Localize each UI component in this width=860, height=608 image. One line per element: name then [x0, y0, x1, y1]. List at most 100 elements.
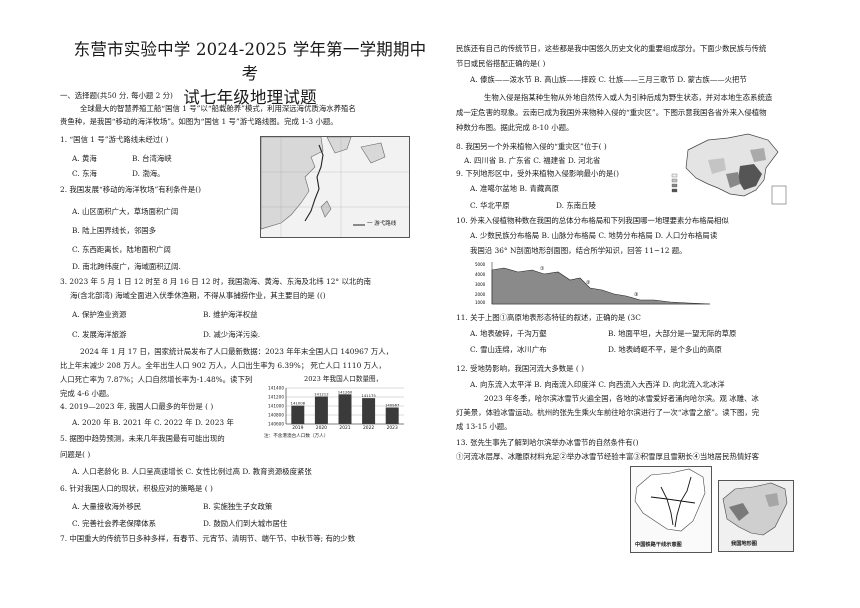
option-11b: B. 地面平坦，大部分是一望无际的草原 [608, 329, 737, 338]
y-tick-label: 140800 [268, 413, 284, 418]
option-1d: D. 渤海。 [132, 169, 165, 178]
svg-text:3000: 3000 [475, 282, 486, 287]
x-tick-label: 2020 [316, 425, 327, 431]
bio-intro: 成一定危害的现象。云南已成为我国外来物种入侵的“重灾区”。下图示意我国各省外来入… [456, 108, 767, 117]
population-intro: 2024 年 1 月 17 日，国家统计局发布了人口最新数据：2023 年年末全… [80, 347, 394, 356]
svg-text:1000: 1000 [475, 300, 486, 305]
x-tick-label: 2021 [339, 425, 350, 431]
question-10: 10. 外来入侵植物种数在我国的总体分布格局和下列我国哪一地理要素分布格局相似 [456, 216, 729, 225]
bio-intro: 种数分布图。据此完成 8-10 小题。 [456, 123, 574, 132]
route-map-drawing [261, 137, 409, 237]
options-13: ①河流冰层厚、冰雕原材料充足②举办冰雪节经验丰富③积雪厚且雪期长④当地居民热情好… [456, 452, 760, 461]
option-2b: B. 陆上国界线长，邻国多 [72, 226, 157, 235]
terrain-map-caption: 我国地形图 [731, 541, 757, 547]
bar-value-label: 141175 [361, 393, 376, 398]
options-4: A. 2020 年 B. 2021 年 C. 2022 年 D. 2023 年 [72, 418, 234, 427]
option-11c: C. 雪山连绵，冰川广布 [470, 345, 547, 354]
question-10-tail: 我国沿 36° N剖面地形剖面图，结合所学知识，回答 11~12 题。 [470, 246, 687, 255]
ice-intro: 灯美景，体验冰雪运动。杭州的张先生乘火车前往哈尔滨进行了一次“冰雪之旅”。读下图… [456, 408, 760, 417]
terrain-map-drawing [722, 482, 788, 536]
bio-intro: 生物入侵是指某种生物从外地自然传入或人为引种后成为野生状态，并对本地生态系统造 [484, 93, 773, 102]
terrain-profile: 5000 4000 3000 2000 1000 ① ② ③ [474, 260, 711, 306]
y-tick-label: 141400 [268, 386, 284, 391]
china-map-drawing [671, 133, 787, 205]
exam-title: 东营市实验中学 2024-2025 学年第一学期期中考 试七年级地理试题 [70, 38, 430, 110]
bar-2019 [291, 405, 305, 424]
chart-note: 注：不含港澳台人口数（万人） [264, 434, 329, 439]
section-heading: 一、选择题(共50 分, 每小题 2 分) [60, 91, 173, 100]
question-8: 8. 我国另一个外来植物入侵的“重灾区”位于( ) [456, 142, 607, 151]
question-7-cont: 民族还有自己的传统节日，这些都是我中国悠久历史文化的重要组成部分。下面少数民族与… [456, 44, 767, 53]
map-legend: 一 游弋路线 [367, 221, 397, 227]
option-3d: D. 减少海洋污染. [203, 330, 261, 339]
question-7: 7. 中国重大的传统节日多种多样，有春节、元宵节、清明节、端午节、中秋节等; 有… [60, 534, 356, 543]
question-5-cont: 问题是( ) [60, 450, 91, 459]
question-12: 12. 受地势影响，我国河流大多数是 ( ) [456, 364, 585, 373]
svg-text:③: ③ [634, 292, 638, 298]
exam-title-line2: 试七年级地理试题 [183, 88, 317, 107]
question-4: 4. 2019—2023 年, 我国人口最多的年份是 ( ) [60, 402, 214, 411]
railway-map: 中国铁路干线示意图 [630, 466, 712, 553]
svg-text:②: ② [586, 280, 591, 286]
option-2a: A. 山区面积广大，草场面积广阔 [72, 207, 179, 216]
option-2d: D. 南北跨纬度广，海域面积辽阔. [72, 262, 181, 271]
option-3a: A. 保护渔业资源 [72, 310, 127, 319]
ice-intro: 2023 年冬季，哈尔滨冰雪节火遍全国，各地的冰雪爱好者涌向哈尔滨。观 冰雕、冰 [484, 394, 759, 403]
options-8: A. 四川省 B. 广东省 C. 福建省 D. 河北省 [464, 156, 601, 165]
option-6c: C. 完善社会养老保障体系 [72, 519, 156, 528]
terrain-profile-drawing: 5000 4000 3000 2000 1000 ① ② ③ [475, 262, 711, 305]
exam-title-line1: 东营市实验中学 2024-2025 学年第一学期期中考 [73, 40, 427, 83]
question-13: 13. 张先生事先了解到哈尔滨举办冰雪节的自然条件有() [456, 438, 639, 447]
option-3b: B. 维护海洋权益 [203, 310, 258, 319]
railway-map-caption: 中国铁路干线示意图 [635, 542, 682, 548]
x-tick-label: 2022 [363, 425, 374, 431]
intro-line: 贵鱼种，是我国“移动的海洋牧场”。如图为“国信 1 号”游弋路线图。完成 1-3… [60, 117, 338, 126]
svg-text:2000: 2000 [475, 292, 486, 297]
svg-text:①: ① [540, 266, 545, 272]
invasive-plant-map [668, 130, 790, 206]
population-intro: 比上年末减少 208 万人。全年出生人口 902 万人，人口出生率为 6.39%… [60, 361, 386, 370]
svg-text:5000: 5000 [475, 262, 486, 267]
options-5: A. 人口老龄化 B. 人口呈高速增长 C. 女性比例过高 D. 教育资源极度紧… [72, 467, 312, 476]
ice-intro: 成 13-15 小题。 [456, 422, 512, 431]
y-tick-label: 141200 [268, 395, 284, 400]
bar-2021 [338, 394, 352, 424]
option-1a: A. 黄海 [72, 154, 97, 163]
bar-value-label: 141008 [291, 401, 306, 406]
question-9: 9. 下列地形区中，受外来植物入侵影响最小的是() [456, 169, 619, 178]
option-9ab: A. 准噶尔盆地 B. 青藏高原 [470, 184, 560, 193]
option-3c: C. 发展海洋旅游 [72, 330, 127, 339]
question-7-cont: 节日或民俗搭配正确的是( ) [456, 59, 546, 68]
option-11a: A. 地表破碎，千沟万壑 [470, 329, 547, 338]
option-6a: A. 大量接收海外移民 [72, 502, 142, 511]
question-1: 1. “国信 1 号”游弋路线未经过( ) [60, 135, 169, 144]
question-6: 6. 针对我国人口的现状，积极应对的策略是 ( ) [60, 484, 213, 493]
population-intro: 人口死亡率为 7.87%；人口自然增长率为-1.48%。读下列 [60, 375, 253, 384]
option-1b: B. 台湾海峡 [132, 154, 172, 163]
x-tick-label: 2023 [387, 425, 398, 431]
question-3: 3. 2023 年 5 月 1 日 12 时至 8 月 16 日 12 时，我国… [60, 277, 372, 286]
bar-value-label: 141260 [338, 389, 353, 394]
option-6d: D. 鼓励人们到大城市居住 [203, 519, 288, 528]
bar-value-label: 141212 [314, 391, 329, 396]
population-chart-svg: 1406001408001410001412001414001410082019… [260, 384, 410, 434]
bar-2023 [385, 407, 399, 424]
terrain-map: 我国地形图 [718, 480, 794, 552]
option-11d: D. 地表崎岖不平，是个多山的高原 [608, 345, 722, 354]
option-2c: C. 东西距离长，陆地面积广阔 [72, 245, 171, 254]
y-tick-label: 141000 [268, 404, 284, 409]
chart-background [260, 384, 410, 434]
option-1c: C. 东海 [72, 169, 97, 178]
question-5: 5. 据图中趋势预测，未来几年我国最有可能出现的 [60, 434, 225, 443]
options-7: A. 傣族——泼水节 B. 高山族——摔跤 C. 壮族——三月三歌节 D. 蒙古… [470, 75, 747, 84]
intro-line: 全球最大的智慧养殖工船“国信 1 号”以“船载舱养”模式，利用深远海优质海水养殖… [80, 104, 356, 113]
option-6b: B. 实施独生子女政策 [203, 502, 273, 511]
options-10: A. 少数民族分布格局 B. 山脉分布格局 C. 地势分布格局 D. 人口分布格… [470, 231, 718, 240]
option-9c: C. 华北平原 [470, 201, 510, 210]
option-9d: D. 东南丘陵 [556, 201, 596, 210]
options-12: A. 向东流入太平洋 B. 向南流入印度洋 C. 向西流入大西洋 D. 向北流入… [470, 380, 725, 389]
bar-2020 [314, 396, 328, 424]
y-tick-label: 140600 [268, 422, 284, 427]
